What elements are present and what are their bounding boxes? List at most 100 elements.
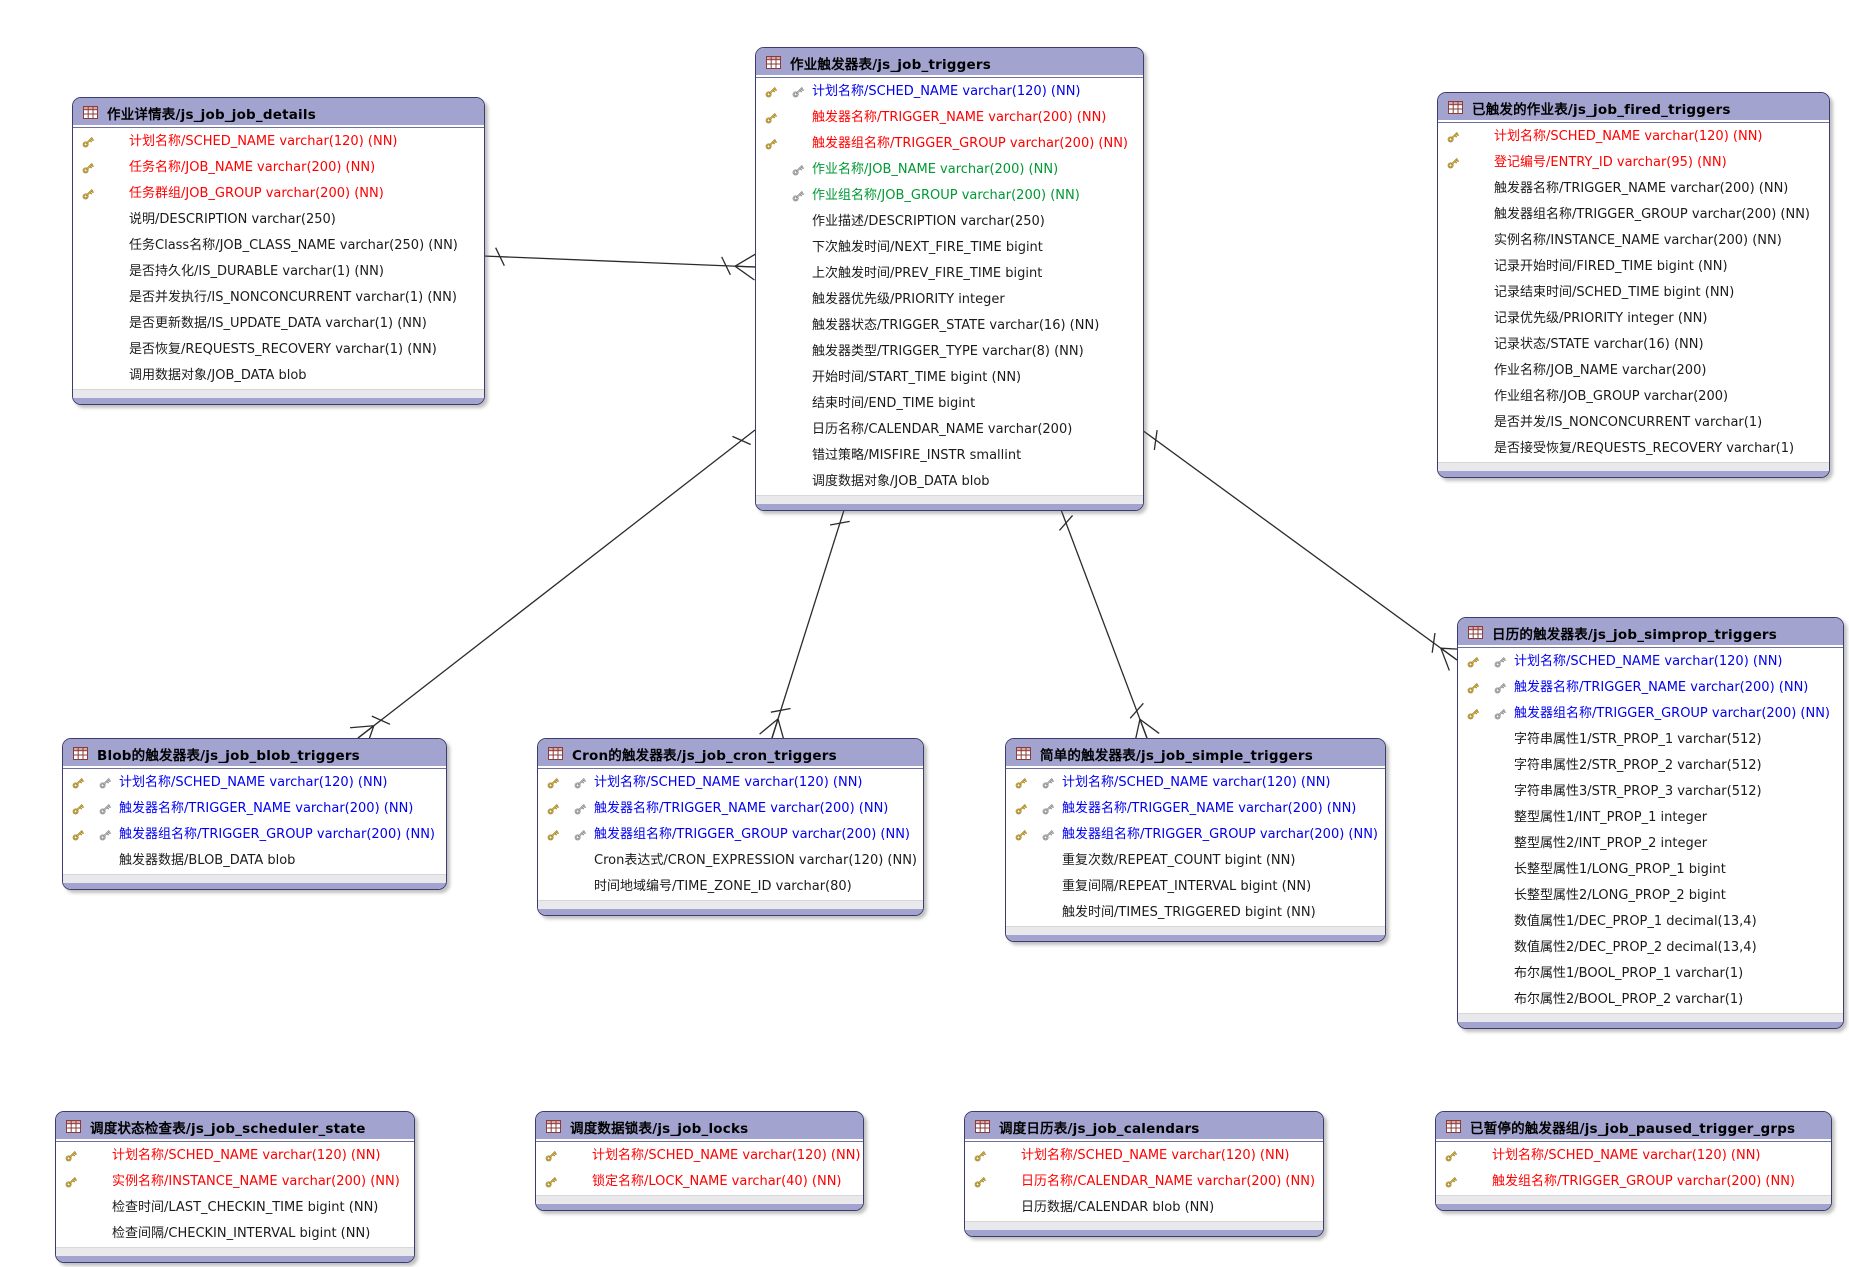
column-row[interactable]: 计划名称/SCHED_NAME varchar(120) (NN): [56, 1143, 414, 1169]
relationship-js_job_job_details--js_job_triggers[interactable]: [482, 247, 756, 281]
column-row[interactable]: 触发组名称/TRIGGER_GROUP varchar(200) (NN): [1436, 1169, 1831, 1195]
column-row[interactable]: 触发器组名称/TRIGGER_GROUP varchar(200) (NN): [1438, 202, 1829, 228]
column-row[interactable]: 日历数据/CALENDAR blob (NN): [965, 1195, 1323, 1221]
column-row[interactable]: 锁定名称/LOCK_NAME varchar(40) (NN): [536, 1169, 863, 1195]
column-row[interactable]: 触发器组名称/TRIGGER_GROUP varchar(200) (NN): [63, 822, 446, 848]
table-header[interactable]: Cron的触发器表/js_job_cron_triggers: [538, 739, 923, 769]
column-row[interactable]: Cron表达式/CRON_EXPRESSION varchar(120) (NN…: [538, 848, 923, 874]
column-row[interactable]: 说明/DESCRIPTION varchar(250): [73, 207, 484, 233]
table-header[interactable]: 调度日历表/js_job_calendars: [965, 1112, 1323, 1142]
column-row[interactable]: 长整型属性2/LONG_PROP_2 bigint: [1458, 883, 1843, 909]
column-row[interactable]: 作业描述/DESCRIPTION varchar(250): [756, 209, 1143, 235]
column-row[interactable]: 触发器名称/TRIGGER_NAME varchar(200) (NN): [1458, 675, 1843, 701]
column-row[interactable]: 记录结束时间/SCHED_TIME bigint (NN): [1438, 280, 1829, 306]
column-row[interactable]: 是否并发执行/IS_NONCONCURRENT varchar(1) (NN): [73, 285, 484, 311]
column-row[interactable]: 触发器名称/TRIGGER_NAME varchar(200) (NN): [63, 796, 446, 822]
column-row[interactable]: 是否恢复/REQUESTS_RECOVERY varchar(1) (NN): [73, 337, 484, 363]
column-row[interactable]: 触发器名称/TRIGGER_NAME varchar(200) (NN): [538, 796, 923, 822]
column-row[interactable]: 触发器优先级/PRIORITY integer: [756, 287, 1143, 313]
column-row[interactable]: 任务名称/JOB_NAME varchar(200) (NN): [73, 155, 484, 181]
column-row[interactable]: 计划名称/SCHED_NAME varchar(120) (NN): [63, 770, 446, 796]
table-header[interactable]: 调度数据锁表/js_job_locks: [536, 1112, 863, 1142]
column-row[interactable]: 计划名称/SCHED_NAME varchar(120) (NN): [1438, 124, 1829, 150]
column-row[interactable]: 计划名称/SCHED_NAME varchar(120) (NN): [1006, 770, 1385, 796]
column-row[interactable]: 数值属性1/DEC_PROP_1 decimal(13,4): [1458, 909, 1843, 935]
column-row[interactable]: 作业名称/JOB_NAME varchar(200) (NN): [756, 157, 1143, 183]
column-row[interactable]: 触发器组名称/TRIGGER_GROUP varchar(200) (NN): [1458, 701, 1843, 727]
table-header[interactable]: 调度状态检查表/js_job_scheduler_state: [56, 1112, 414, 1142]
column-row[interactable]: 实例名称/INSTANCE_NAME varchar(200) (NN): [1438, 228, 1829, 254]
column-row[interactable]: 触发器数据/BLOB_DATA blob: [63, 848, 446, 874]
column-row[interactable]: 计划名称/SCHED_NAME varchar(120) (NN): [73, 129, 484, 155]
column-row[interactable]: 实例名称/INSTANCE_NAME varchar(200) (NN): [56, 1169, 414, 1195]
table-header[interactable]: 已暂停的触发器组/js_job_paused_trigger_grps: [1436, 1112, 1831, 1142]
column-row[interactable]: 整型属性1/INT_PROP_1 integer: [1458, 805, 1843, 831]
column-row[interactable]: 是否更新数据/IS_UPDATE_DATA varchar(1) (NN): [73, 311, 484, 337]
column-row[interactable]: 开始时间/START_TIME bigint (NN): [756, 365, 1143, 391]
column-row[interactable]: 检查间隔/CHECKIN_INTERVAL bigint (NN): [56, 1221, 414, 1247]
column-row[interactable]: 任务群组/JOB_GROUP varchar(200) (NN): [73, 181, 484, 207]
relationship-js_job_triggers--js_job_cron_triggers[interactable]: [759, 506, 850, 743]
table-header[interactable]: 作业详情表/js_job_job_details: [73, 98, 484, 128]
column-row[interactable]: 布尔属性2/BOOL_PROP_2 varchar(1): [1458, 987, 1843, 1013]
table-header[interactable]: Blob的触发器表/js_job_blob_triggers: [63, 739, 446, 769]
column-row[interactable]: 触发器组名称/TRIGGER_GROUP varchar(200) (NN): [1006, 822, 1385, 848]
column-row[interactable]: 触发器组名称/TRIGGER_GROUP varchar(200) (NN): [756, 131, 1143, 157]
relationship-js_job_triggers--js_job_blob_triggers[interactable]: [349, 429, 756, 749]
column-row[interactable]: 触发器状态/TRIGGER_STATE varchar(16) (NN): [756, 313, 1143, 339]
column-row[interactable]: 是否持久化/IS_DURABLE varchar(1) (NN): [73, 259, 484, 285]
column-row[interactable]: 时间地域编号/TIME_ZONE_ID varchar(80): [538, 874, 923, 900]
column-row[interactable]: 触发器名称/TRIGGER_NAME varchar(200) (NN): [1438, 176, 1829, 202]
column-row[interactable]: 计划名称/SCHED_NAME varchar(120) (NN): [756, 79, 1143, 105]
column-row[interactable]: 计划名称/SCHED_NAME varchar(120) (NN): [965, 1143, 1323, 1169]
column-row[interactable]: 登记编号/ENTRY_ID varchar(95) (NN): [1438, 150, 1829, 176]
relationship-js_job_triggers--js_job_simple_triggers[interactable]: [1058, 506, 1160, 743]
column-row[interactable]: 计划名称/SCHED_NAME varchar(120) (NN): [538, 770, 923, 796]
column-row[interactable]: 触发时间/TIMES_TRIGGERED bigint (NN): [1006, 900, 1385, 926]
column-row[interactable]: 下次触发时间/NEXT_FIRE_TIME bigint: [756, 235, 1143, 261]
column-row[interactable]: 结束时间/END_TIME bigint: [756, 391, 1143, 417]
table-header[interactable]: 简单的触发器表/js_job_simple_triggers: [1006, 739, 1385, 769]
column-row[interactable]: 触发器组名称/TRIGGER_GROUP varchar(200) (NN): [538, 822, 923, 848]
column-row[interactable]: 触发器名称/TRIGGER_NAME varchar(200) (NN): [756, 105, 1143, 131]
column-row[interactable]: 检查时间/LAST_CHECKIN_TIME bigint (NN): [56, 1195, 414, 1221]
column-row[interactable]: 重复间隔/REPEAT_INTERVAL bigint (NN): [1006, 874, 1385, 900]
table-header[interactable]: 作业触发器表/js_job_triggers: [756, 48, 1143, 78]
column-row[interactable]: 是否接受恢复/REQUESTS_RECOVERY varchar(1): [1438, 436, 1829, 462]
column-row[interactable]: 重复次数/REPEAT_COUNT bigint (NN): [1006, 848, 1385, 874]
column-row[interactable]: 调度数据对象/JOB_DATA blob: [756, 469, 1143, 495]
column-row[interactable]: 记录优先级/PRIORITY integer (NN): [1438, 306, 1829, 332]
column-row[interactable]: 整型属性2/INT_PROP_2 integer: [1458, 831, 1843, 857]
column-row[interactable]: 布尔属性1/BOOL_PROP_1 varchar(1): [1458, 961, 1843, 987]
column-row[interactable]: 字符串属性1/STR_PROP_1 varchar(512): [1458, 727, 1843, 753]
relationship-js_job_triggers--js_job_simprop_triggers[interactable]: [1141, 429, 1465, 671]
column-row[interactable]: 日历名称/CALENDAR_NAME varchar(200) (NN): [965, 1169, 1323, 1195]
column-row[interactable]: 计划名称/SCHED_NAME varchar(120) (NN): [536, 1143, 863, 1169]
column-row[interactable]: 作业名称/JOB_NAME varchar(200): [1438, 358, 1829, 384]
column-row[interactable]: 数值属性2/DEC_PROP_2 decimal(13,4): [1458, 935, 1843, 961]
column-row[interactable]: 上次触发时间/PREV_FIRE_TIME bigint: [756, 261, 1143, 287]
column-row[interactable]: 记录状态/STATE varchar(16) (NN): [1438, 332, 1829, 358]
column-row[interactable]: 触发器类型/TRIGGER_TYPE varchar(8) (NN): [756, 339, 1143, 365]
column-row[interactable]: 长整型属性1/LONG_PROP_1 bigint: [1458, 857, 1843, 883]
table-header[interactable]: 日历的触发器表/js_job_simprop_triggers: [1458, 618, 1843, 648]
column-row[interactable]: 错过策略/MISFIRE_INSTR smallint: [756, 443, 1143, 469]
column-row[interactable]: 作业组名称/JOB_GROUP varchar(200) (NN): [756, 183, 1143, 209]
column-row[interactable]: 是否并发/IS_NONCONCURRENT varchar(1): [1438, 410, 1829, 436]
column-row[interactable]: 日历名称/CALENDAR_NAME varchar(200): [756, 417, 1143, 443]
column-row[interactable]: 字符串属性2/STR_PROP_2 varchar(512): [1458, 753, 1843, 779]
column-row[interactable]: 记录开始时间/FIRED_TIME bigint (NN): [1438, 254, 1829, 280]
column-row[interactable]: 字符串属性3/STR_PROP_3 varchar(512): [1458, 779, 1843, 805]
column-row[interactable]: 计划名称/SCHED_NAME varchar(120) (NN): [1436, 1143, 1831, 1169]
